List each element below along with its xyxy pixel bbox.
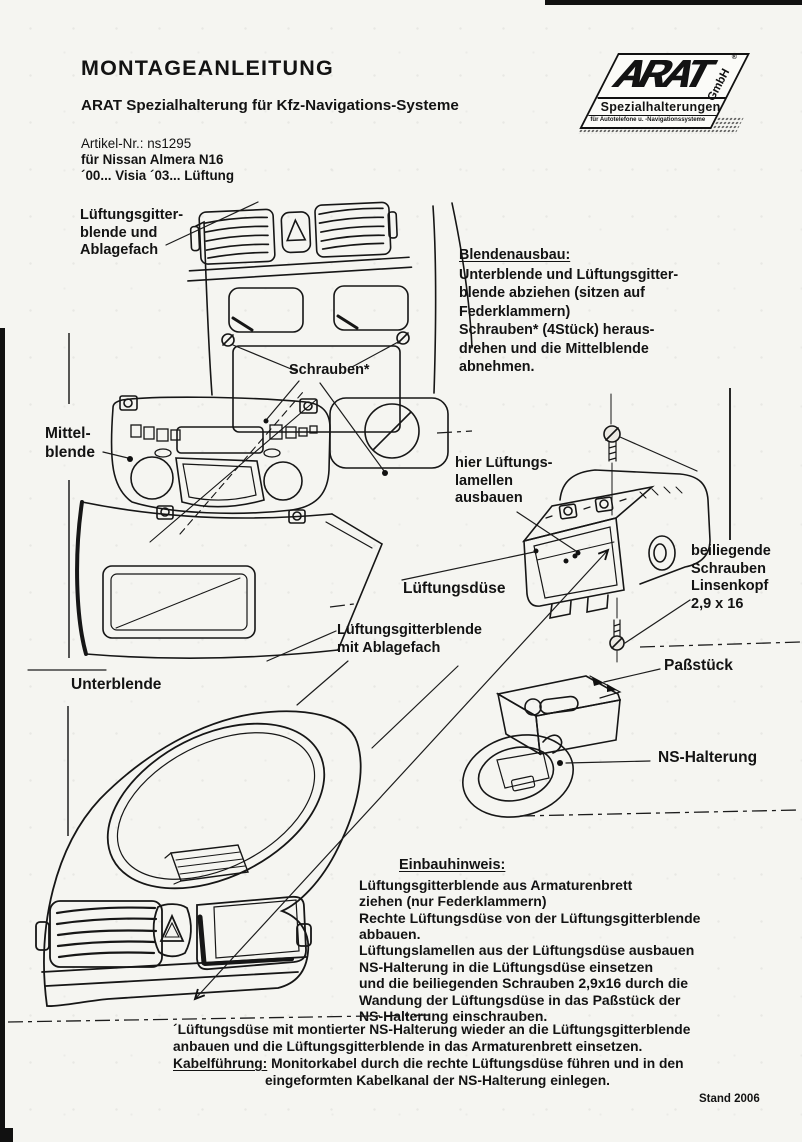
climate-display: [176, 426, 264, 454]
revision-date: Stand 2006: [699, 1093, 760, 1105]
drawing-mittelblende: [75, 391, 449, 659]
blendenausbau-heading: Blendenausbau:: [459, 247, 571, 263]
footer-line3: Kabelführung: Monitorkabel durch die rec…: [173, 1055, 773, 1072]
steering-cowl: [329, 397, 449, 469]
footer-instructions: ´Lüftungsdüse mit montierter NS-Halterun…: [173, 1021, 773, 1089]
nozzle-back-flange: [559, 469, 711, 585]
screw-icon-top: [603, 393, 621, 516]
hazard-triangle-icon: [286, 218, 307, 242]
right-vent-louvers: [318, 207, 385, 250]
logo-tagline: Spezialhalterungen: [597, 97, 726, 115]
round-vent: [364, 403, 420, 459]
right-knob: [263, 461, 303, 501]
callout-remove-louvers: hier Lüftungs- lamellen ausbauen: [455, 455, 553, 507]
hazard-button-top: [280, 211, 312, 254]
footer-line1: ´Lüftungsdüse mit montierter NS-Halterun…: [173, 1022, 691, 1037]
screw-icon-bottom: [609, 597, 625, 663]
nozzle-side-knob: [648, 535, 676, 571]
callout-passstueck: Paßstück: [664, 657, 733, 674]
section-einbauhinweis: Einbauhinweis: Lüftungsgitterblende aus …: [359, 857, 779, 1024]
callout-screws: Schrauben*: [289, 362, 370, 378]
model-years: ´00... Visia ´03... Lüftung: [81, 168, 235, 183]
drawing-ns-halterung: [462, 675, 622, 818]
climate-buttons: [130, 424, 318, 458]
unterblende-left-edge: [75, 500, 88, 656]
einbauhinweis-heading: Einbauhinweis:: [399, 857, 506, 873]
screw-icon: [396, 331, 410, 345]
mount-disc-outer: [462, 734, 574, 818]
arat-logo: ARAT ® GmbH Spezialhalterungen für Autot…: [577, 53, 750, 134]
callout-top-vent-panel: Lüftungsgitter- blende und Ablagefach: [80, 207, 184, 259]
callout-unterblende: Unterblende: [71, 676, 162, 693]
adapter-wedge: [589, 675, 622, 699]
nozzle-front-face: [523, 517, 625, 607]
unterblende-opening: [102, 565, 256, 639]
callout-vent-panel-storage: Lüftungsgitterblende mit Ablagefach: [337, 622, 482, 656]
callout-ns-halterung: NS-Halterung: [658, 749, 758, 766]
footer-line2: anbauen und die Lüftungsgitterblende in …: [173, 1039, 643, 1054]
page-title: MONTAGEANLEITUNG: [81, 56, 334, 80]
article-info: Artikel-Nr.: ns1295 für Nissan Almera N1…: [81, 136, 234, 184]
callout-included-screws: beiliegende Schrauben Linsenkopf 2,9 x 1…: [691, 543, 771, 613]
hazard-triangle-icon-large: [159, 913, 185, 942]
left-vent-louvers: [203, 216, 270, 259]
logo-brand-text: ARAT: [606, 53, 718, 96]
grille-frame: [49, 900, 163, 968]
blende-outline: [43, 710, 362, 1007]
logo-registered-mark: ®: [731, 54, 737, 61]
block-top-face: [495, 675, 622, 717]
hazard-button-large: [152, 903, 192, 958]
grille-louvers: [55, 906, 158, 959]
blendenausbau-body: Unterblende und Lüftungsgitter- blende a…: [459, 266, 679, 376]
block-front-face: [535, 699, 621, 755]
drawing-lueftungsgitterblende: [35, 710, 362, 1007]
callout-mittelblende: Mittel- blende: [45, 425, 95, 461]
screw-icon: [221, 333, 235, 347]
kabelfuehrung-label: Kabelführung:: [173, 1056, 268, 1071]
radio-opening: [232, 345, 401, 433]
mount-slot: [539, 695, 579, 715]
vehicle-model: für Nissan Almera N16: [81, 152, 224, 167]
kabelfuehrung-text: Monitorkabel durch die rechte Lüftungsdü…: [267, 1056, 684, 1071]
drawing-lueftungsduese: [521, 393, 711, 663]
drawing-dashboard-top: [187, 201, 473, 433]
left-knob: [130, 456, 174, 500]
right-storage-pocket: [333, 285, 409, 331]
article-number: Artikel-Nr.: ns1295: [81, 136, 192, 151]
einbauhinweis-body: Lüftungsgitterblende aus Armaturenbrett …: [359, 876, 701, 1024]
section-blendenausbau: Blendenausbau: Unterblende und Lüftungsg…: [459, 246, 759, 377]
callout-vent-nozzle: Lüftungsdüse: [403, 580, 506, 597]
footer-line4: eingeformten Kabelkanal der NS-Halterung…: [265, 1073, 610, 1088]
left-storage-pocket: [228, 287, 304, 333]
mittelblende-outline: [110, 396, 331, 515]
instrument-opening: [106, 722, 326, 890]
right-vent-opening: [196, 895, 307, 971]
page-subtitle: ARAT Spezialhalterung für Kfz-Navigation…: [81, 97, 459, 114]
logo-subtagline: für Autotelefone u. -Navigationssysteme: [588, 115, 717, 124]
